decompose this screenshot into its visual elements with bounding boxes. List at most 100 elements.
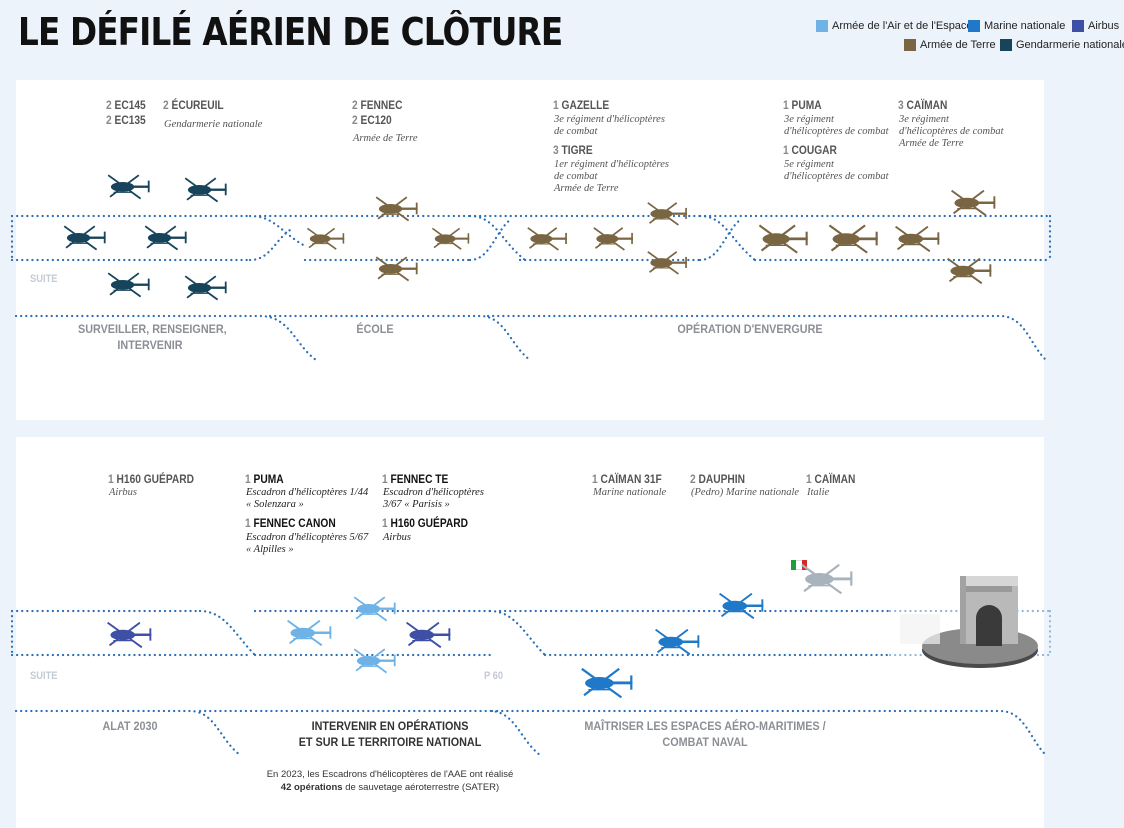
group-fennec: 2 FENNEC 2 EC120 <box>352 98 402 128</box>
helicopter-icon <box>399 615 456 658</box>
helicopter-icon <box>641 245 692 284</box>
helicopter-icon <box>138 219 192 260</box>
section-text: INTERVENIR EN OPÉRATIONS <box>311 719 469 733</box>
unit-line: 3/67 « Parisis » <box>383 499 450 510</box>
aircraft-name: H160 GUÉPARD <box>390 516 468 530</box>
flag-stripe <box>801 560 807 570</box>
aircraft-name: EC135 <box>114 113 146 127</box>
helicopter-icon <box>347 642 401 683</box>
unit-label: Escadron d'hélicoptères 5/67« Alpilles » <box>246 532 368 556</box>
aircraft-name: FENNEC CANON <box>253 516 336 530</box>
helicopter-icon <box>101 168 155 209</box>
section-text: SURVEILLER, RENSEIGNER, <box>78 322 227 336</box>
section-line-5 <box>198 709 542 757</box>
count: 1 <box>553 98 559 112</box>
band-bottom-1 <box>10 609 252 657</box>
legend-label: Armée de Terre <box>920 39 996 51</box>
legend-item-aae: Armée de l'Air et de l'Espace <box>816 20 973 32</box>
legend-swatch-gendarmerie <box>1000 39 1012 51</box>
helicopter-icon <box>100 615 157 658</box>
section-label-ecole: ÉCOLE <box>356 322 394 336</box>
count: 1 <box>783 143 789 157</box>
helicopter-icon <box>521 221 572 260</box>
legend-label: Armée de l'Air et de l'Espace <box>832 20 973 32</box>
count: 2 <box>690 472 696 486</box>
group-fennec-canon: 1 FENNEC CANON <box>245 516 336 531</box>
band-connector-1b <box>468 214 527 262</box>
section-label-alat: ALAT 2030 <box>102 719 158 733</box>
helicopter-icon <box>940 251 997 294</box>
aircraft-name: CAÏMAN <box>814 472 856 486</box>
band-bottom-3 <box>498 609 892 657</box>
unit-label: (Pedro) Marine nationale <box>691 487 800 498</box>
group-h160: 1 H160 GUÉPARD <box>108 472 194 487</box>
count: 1 <box>806 472 812 486</box>
unit-line: Armée de Terre <box>899 138 964 149</box>
section-text: COMBAT NAVAL <box>662 735 748 749</box>
unit-line: d'hélicoptères de combat <box>899 126 1004 137</box>
unit-line: d'hélicoptères de combat <box>784 171 889 182</box>
band-top-4 <box>703 214 1052 262</box>
band-connector-2a <box>198 609 257 657</box>
aircraft-name: EC145 <box>114 98 146 112</box>
count: 1 <box>592 472 598 486</box>
helicopter-icon <box>888 219 945 262</box>
group-ecureuil: 2 ÉCUREUIL <box>163 98 224 113</box>
legend-label: Gendarmerie nationale <box>1016 39 1124 51</box>
group-cougar: 1 COUGAR <box>783 143 837 158</box>
section-text: INTERVENIR <box>117 338 183 352</box>
note-text: En 2023, les Escadrons d'hélicoptères de… <box>266 769 514 780</box>
group-fennec-te: 1 FENNEC TE <box>382 472 448 487</box>
count: 2 <box>163 98 169 112</box>
group-caiman-italie: 1 CAÏMAN <box>806 472 855 487</box>
note-text: de sauvetage aéroterrestre (SATER) <box>345 782 500 793</box>
aircraft-name: FENNEC TE <box>390 472 449 486</box>
group-h160-guepard: 1 H160 GUÉPARD <box>382 516 468 531</box>
aircraft-name: ÉCUREUIL <box>171 98 224 112</box>
suite-label: SUITE <box>30 670 58 682</box>
helicopter-icon <box>587 221 638 260</box>
unit-line: 3e régiment <box>899 114 949 125</box>
count: 2 <box>106 113 112 127</box>
group-tigre: 3 TIGRE <box>553 143 593 158</box>
unit-label: Airbus <box>383 532 412 543</box>
unit-line: Armée de Terre <box>554 183 619 194</box>
helicopter-icon <box>944 183 1001 226</box>
italy-flag-icon <box>791 560 807 570</box>
helicopter-icon <box>369 190 423 231</box>
count: 2 <box>352 98 358 112</box>
page-title: LE DÉFILÉ AÉRIEN DE CLÔTURE <box>18 10 563 54</box>
section-label-maitriser: MAÎTRISER LES ESPACES AÉRO-MARITIMES / CO… <box>584 718 827 750</box>
unit-line: « Solenzara » <box>246 499 304 510</box>
band-connector-1a <box>248 214 307 262</box>
unit-line: « Alpilles » <box>246 544 294 555</box>
helicopter-icon <box>821 217 884 264</box>
unit-line: Escadron d'hélicoptères 1/44 <box>246 487 369 498</box>
helicopter-icon <box>57 219 111 260</box>
section-text: ET SUR LE TERRITOIRE NATIONAL <box>298 735 482 749</box>
unit-label: Italie <box>807 487 830 498</box>
aircraft-name: CAÏMAN <box>906 98 948 112</box>
unit-line: Escadron d'hélicoptères 5/67 <box>246 532 369 543</box>
suite-label: SUITE <box>30 273 58 285</box>
section-text: MAÎTRISER LES ESPACES AÉRO-MARITIMES / <box>584 719 826 733</box>
panel-top <box>16 80 1044 420</box>
legend-swatch-aae <box>816 20 828 32</box>
section-line-4 <box>14 709 242 757</box>
aircraft-name: EC120 <box>360 113 392 127</box>
page-ref-label: P 60 <box>484 670 504 682</box>
band-top-3 <box>473 214 702 262</box>
helicopter-icon <box>712 586 769 629</box>
unit-line: 1er régiment d'hélicoptères <box>554 159 669 170</box>
count: 3 <box>898 98 904 112</box>
aircraft-name: FENNEC <box>360 98 403 112</box>
helicopter-icon <box>301 222 349 259</box>
count: 1 <box>245 472 251 486</box>
unit-label: Gendarmerie nationale <box>164 119 263 130</box>
count: 1 <box>382 516 388 530</box>
